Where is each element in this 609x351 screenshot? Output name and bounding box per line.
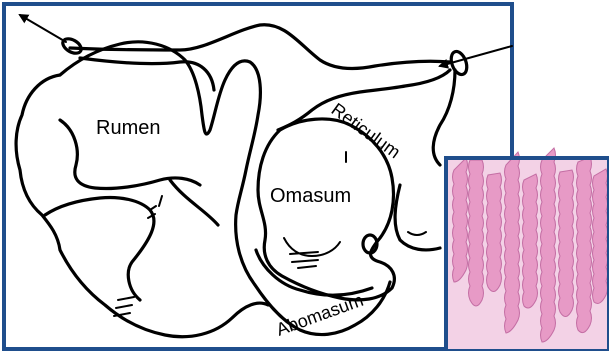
villus-9 [593, 169, 608, 303]
label-reticulum: Reticulum [328, 99, 405, 162]
label-rumen: Rumen [96, 117, 160, 139]
villus-7 [559, 170, 574, 317]
label-abomasum: Abomasum [274, 290, 366, 340]
micrograph-inset [446, 148, 609, 351]
label-omasum: Omasum [270, 185, 351, 207]
villus-4 [505, 152, 520, 333]
left-tube-end [60, 36, 83, 56]
rumen-lower-fold [45, 180, 218, 300]
villus-2 [469, 160, 484, 306]
villus-3 [487, 173, 502, 292]
omasum-texture-marks [284, 152, 426, 268]
villus-6 [541, 148, 556, 342]
exit-arrow [20, 15, 66, 42]
villus-5 [523, 174, 538, 308]
villus-8 [577, 157, 592, 333]
villus-1 [453, 158, 468, 282]
